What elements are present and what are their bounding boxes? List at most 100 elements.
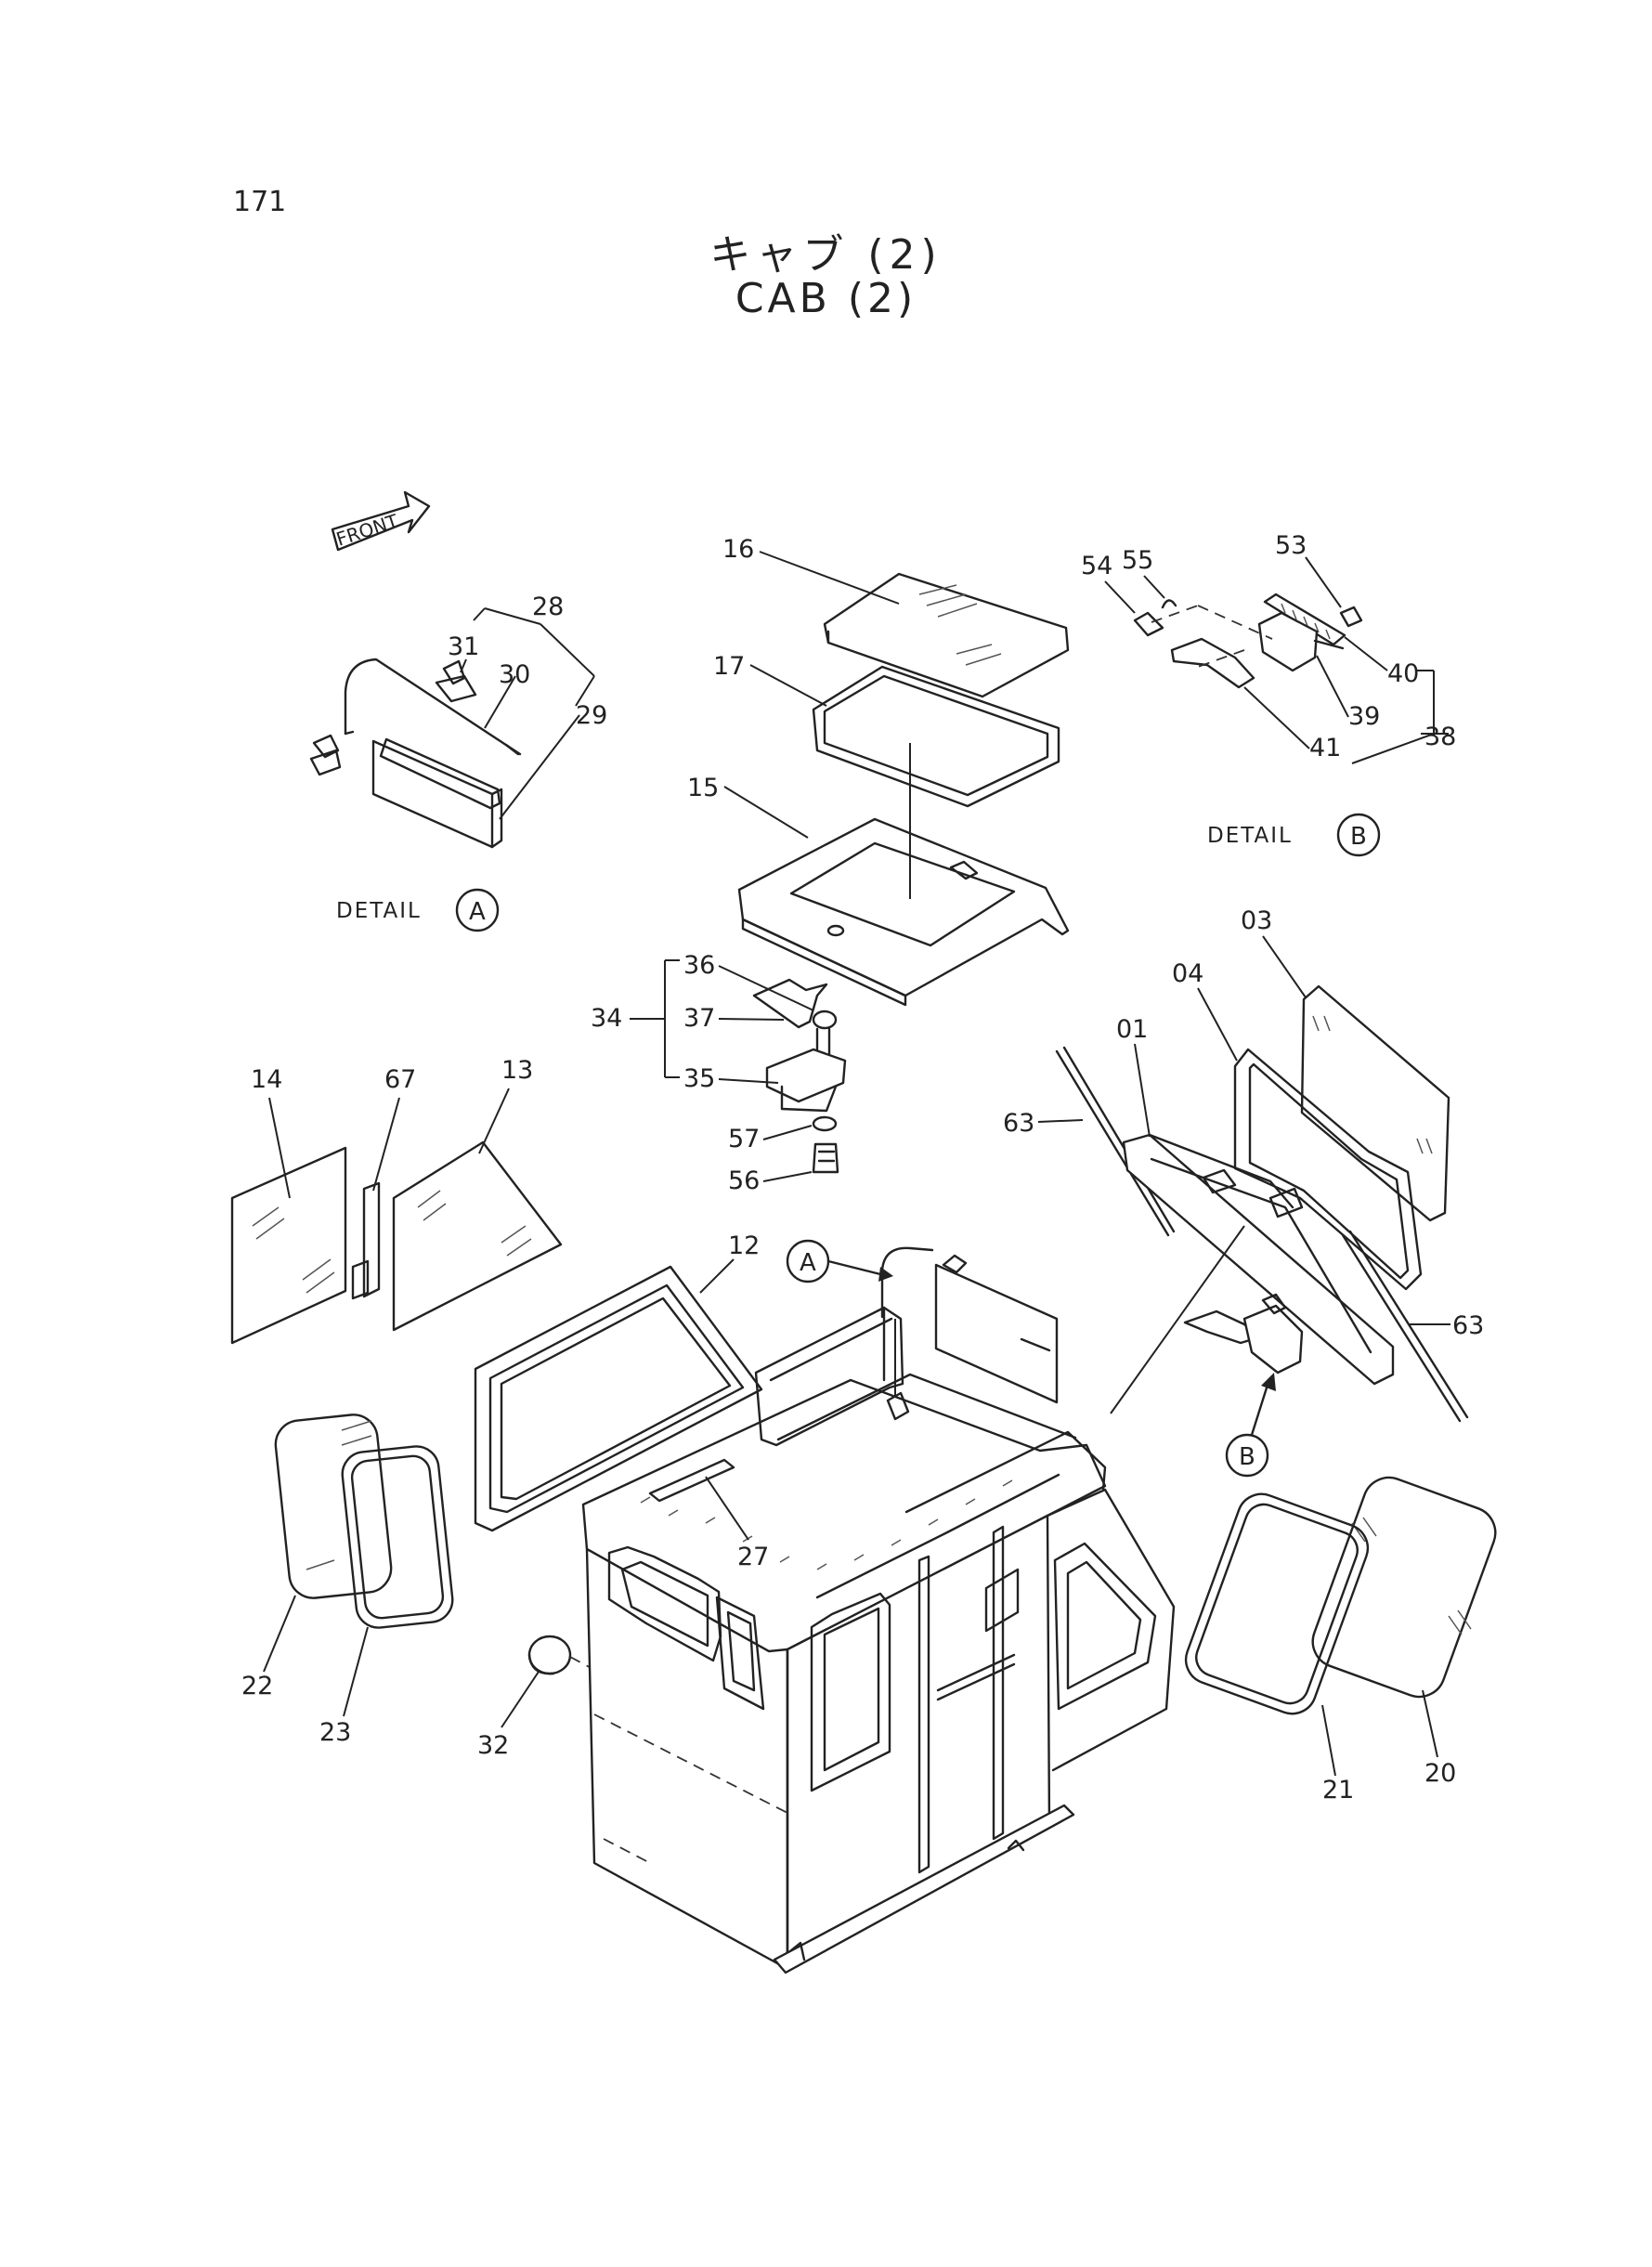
door-latch-box bbox=[1242, 1304, 1304, 1375]
title-english: CAB (2) bbox=[735, 275, 917, 322]
label-39: 39 bbox=[1348, 702, 1380, 731]
label-34: 34 bbox=[591, 1004, 622, 1033]
leader-17 bbox=[749, 664, 827, 707]
label-22: 22 bbox=[241, 1672, 273, 1700]
label-16: 16 bbox=[722, 535, 754, 564]
label-23: 23 bbox=[319, 1718, 351, 1747]
part-14-glass bbox=[230, 1146, 347, 1345]
part-23-seal bbox=[341, 1445, 454, 1629]
detail-a-rod-in-place bbox=[880, 1246, 934, 1319]
leader-01 bbox=[1134, 1043, 1151, 1138]
leader-13 bbox=[478, 1088, 510, 1154]
leader-39 bbox=[1316, 655, 1349, 718]
label-31: 31 bbox=[448, 632, 479, 661]
detail-b-letter: B bbox=[1350, 823, 1367, 851]
rear-right-windows-group bbox=[1184, 1476, 1497, 1715]
side-windows-group bbox=[230, 1140, 563, 1345]
part-30-rod bbox=[344, 658, 522, 756]
label-29: 29 bbox=[576, 701, 607, 730]
cab-hidden-lines bbox=[593, 1713, 788, 1864]
part-21-seal bbox=[1184, 1492, 1370, 1715]
part-03-glass bbox=[1300, 984, 1450, 1222]
part-16-glass bbox=[823, 572, 1070, 698]
label-37: 37 bbox=[683, 1004, 715, 1033]
leader-57 bbox=[762, 1125, 813, 1140]
callout-b-leader bbox=[1250, 1380, 1270, 1437]
label-57: 57 bbox=[728, 1125, 760, 1153]
part-27-rail bbox=[648, 1458, 735, 1503]
callout-a-letter: A bbox=[800, 1249, 816, 1277]
label-17: 17 bbox=[713, 652, 745, 681]
label-03: 03 bbox=[1241, 906, 1272, 935]
part-31-clip-lower bbox=[309, 734, 342, 776]
detail-b-group: DETAIL B bbox=[1133, 593, 1381, 857]
part-41-lever bbox=[1170, 637, 1255, 689]
front-arrow-icon: FRONT bbox=[331, 490, 431, 552]
part-15-roof bbox=[737, 817, 1070, 997]
door-group bbox=[1055, 984, 1469, 1423]
part-63-strip-right bbox=[1341, 1230, 1469, 1423]
part-39-latch bbox=[1257, 611, 1319, 672]
detail-a-word: DETAIL bbox=[336, 899, 422, 923]
leader-23 bbox=[343, 1626, 369, 1717]
callout-a-group: A bbox=[786, 1239, 1059, 1421]
label-21: 21 bbox=[1322, 1776, 1354, 1804]
label-63-right: 63 bbox=[1452, 1311, 1484, 1340]
leader-12 bbox=[699, 1258, 735, 1294]
part-53-nut bbox=[1339, 606, 1363, 628]
leader-16 bbox=[759, 551, 900, 605]
label-35: 35 bbox=[683, 1064, 715, 1093]
part-12-window-group bbox=[474, 1265, 763, 1532]
leader-56 bbox=[762, 1171, 813, 1182]
part-56-bolt bbox=[812, 1142, 839, 1174]
label-13: 13 bbox=[501, 1056, 533, 1085]
leader-01-to-cab bbox=[1110, 1225, 1245, 1414]
part-54-bolt bbox=[1133, 611, 1164, 637]
leader-21 bbox=[1321, 1704, 1336, 1777]
leader-04 bbox=[1197, 987, 1238, 1062]
cab-floor-rail bbox=[773, 1804, 1075, 1974]
latch-assembly-group bbox=[752, 978, 847, 1174]
label-20: 20 bbox=[1424, 1759, 1456, 1788]
leader-53 bbox=[1305, 556, 1342, 608]
leader-32 bbox=[501, 1671, 540, 1728]
label-32: 32 bbox=[477, 1731, 509, 1760]
leader-37 bbox=[718, 1018, 785, 1021]
detail-a-circle bbox=[455, 888, 500, 932]
cab-body bbox=[581, 1306, 1176, 1974]
leader-22 bbox=[263, 1595, 296, 1673]
label-67: 67 bbox=[384, 1065, 416, 1094]
detail-b-circle bbox=[1336, 813, 1381, 857]
leader-30 bbox=[484, 675, 516, 729]
front-label: FRONT bbox=[333, 510, 401, 551]
leader-28 bbox=[473, 607, 595, 707]
part-32-cap bbox=[527, 1635, 572, 1675]
leader-67 bbox=[372, 1097, 400, 1192]
label-41: 41 bbox=[1309, 734, 1341, 762]
detail-a-letter: A bbox=[469, 898, 486, 926]
part-35-base bbox=[765, 1048, 847, 1103]
part-67-strip bbox=[351, 1181, 381, 1300]
rear-windows-group bbox=[274, 1414, 454, 1629]
cab-left-window-opening bbox=[607, 1545, 722, 1662]
cab-right-rear-face bbox=[1046, 1488, 1176, 1772]
leader-36 bbox=[718, 965, 814, 1011]
part-13-glass bbox=[392, 1140, 563, 1332]
leader-03 bbox=[1262, 935, 1307, 998]
label-36: 36 bbox=[683, 951, 715, 980]
part-63-strip-left bbox=[1055, 1046, 1176, 1237]
label-56: 56 bbox=[728, 1166, 760, 1195]
label-27: 27 bbox=[737, 1543, 769, 1571]
label-40: 40 bbox=[1387, 659, 1419, 688]
leader-40 bbox=[1344, 636, 1388, 671]
label-63-left: 63 bbox=[1003, 1109, 1034, 1138]
leader-38 bbox=[1351, 670, 1449, 764]
leader-41 bbox=[1243, 686, 1310, 749]
page-number: 171 bbox=[233, 186, 287, 218]
label-55: 55 bbox=[1122, 546, 1153, 575]
part-57-washer bbox=[812, 1115, 838, 1132]
cab-door-window bbox=[810, 1592, 891, 1792]
leader-14 bbox=[268, 1097, 291, 1199]
